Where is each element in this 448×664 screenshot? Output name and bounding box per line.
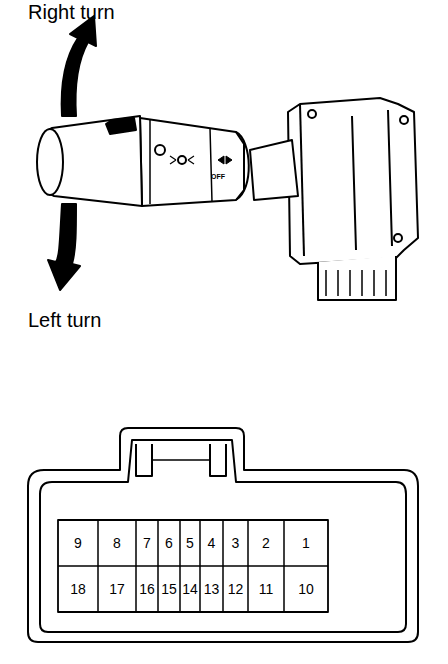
right-turn-arrow [62, 16, 96, 116]
turn-label: Right turn [28, 2, 115, 22]
switch-body-edge [300, 104, 304, 256]
stalk-shaft [250, 140, 298, 200]
pin-number: 2 [262, 536, 270, 550]
stalk-ring [140, 118, 244, 206]
pin-number: 17 [109, 582, 125, 596]
turn-label: Left turn [28, 310, 101, 330]
pin-number: 15 [161, 582, 177, 596]
pin-number: 6 [165, 536, 173, 550]
connector-latch [136, 444, 226, 476]
pin-number: 11 [259, 582, 274, 596]
pin-number: 5 [186, 536, 194, 550]
pin-number: 7 [143, 536, 151, 550]
switch-body [288, 98, 418, 264]
pin-number: 10 [298, 582, 314, 596]
switch-body-ribs [352, 110, 392, 250]
pin-number: 8 [113, 536, 121, 550]
pin-number: 3 [232, 536, 240, 550]
connector-inner-outline [40, 440, 406, 632]
pin-number: 14 [182, 582, 198, 596]
pin-number: 4 [208, 536, 216, 550]
switch-connector [318, 256, 396, 300]
pin-number: 9 [74, 536, 82, 550]
pin-number: 1 [302, 536, 310, 550]
pin-grid [58, 520, 328, 612]
pin-number: 16 [139, 582, 155, 596]
pin-number: 18 [70, 582, 86, 596]
connector-outline [28, 428, 418, 642]
switch-marking: OFF [211, 173, 225, 180]
pin-number: 12 [228, 582, 244, 596]
pin-number: 13 [204, 582, 220, 596]
left-turn-arrow [48, 204, 80, 290]
